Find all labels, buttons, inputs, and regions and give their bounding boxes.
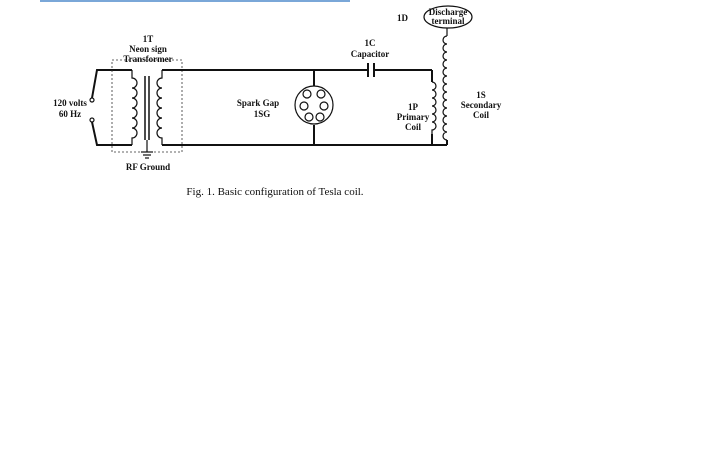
transformer-id-label: 1T	[143, 34, 154, 44]
source-terminal-top	[89, 97, 95, 103]
ground-label: RF Ground	[126, 162, 170, 172]
transformer-secondary-winding	[156, 70, 163, 145]
source-lead-top	[91, 69, 132, 99]
ac-source: 120 volts 60 Hz	[53, 69, 132, 146]
primary-id-label: 1P	[408, 102, 419, 112]
primary-coil: 1P Primary Coil	[397, 81, 437, 134]
spark-gap-name-label: Spark Gap	[237, 98, 279, 108]
source-lead-bottom	[91, 121, 132, 146]
terminal-id-label: 1D	[397, 13, 409, 23]
spark-gap-electrode-1	[302, 89, 312, 99]
secondary-name-label-2: Coil	[473, 110, 490, 120]
capacitor-id-label: 1C	[365, 38, 376, 48]
spark-gap-electrode-2	[316, 89, 326, 99]
spark-gap: Spark Gap 1SG	[237, 85, 334, 125]
spark-gap-electrode-4	[319, 101, 329, 111]
source-frequency-label: 60 Hz	[59, 109, 81, 119]
primary-coil-winding	[431, 81, 437, 134]
neon-sign-transformer: 1T Neon sign Transformer	[111, 34, 183, 153]
spark-gap-housing	[294, 85, 334, 125]
capacitor: 1C Capacitor	[351, 38, 390, 77]
main-wiring	[162, 69, 447, 146]
figure-caption: Fig. 1. Basic configuration of Tesla coi…	[186, 186, 363, 198]
terminal-name-label-2: terminal	[432, 16, 465, 26]
secondary-name-label-1: Secondary	[461, 100, 502, 110]
discharge-terminal: Discharge terminal 1D	[397, 5, 473, 29]
terminal-name-label-1: Discharge	[429, 7, 468, 17]
source-voltage-label: 120 volts	[53, 98, 87, 108]
primary-name-label-1: Primary	[397, 112, 430, 122]
spark-gap-id-label: 1SG	[254, 109, 271, 119]
discharge-terminal-shape	[423, 5, 473, 29]
transformer-name-label-2: Transformer	[123, 54, 172, 64]
transformer-enclosure	[111, 59, 183, 153]
rf-ground: RF Ground	[126, 140, 170, 172]
secondary-coil: 1S Secondary Coil	[442, 28, 502, 145]
spark-gap-electrode-6	[315, 112, 325, 122]
spark-gap-electrode-3	[299, 101, 309, 111]
capacitor-name-label: Capacitor	[351, 49, 390, 59]
primary-name-label-2: Coil	[405, 122, 422, 132]
spark-gap-electrode-5	[304, 112, 314, 122]
secondary-coil-winding	[442, 35, 448, 141]
secondary-id-label: 1S	[476, 90, 486, 100]
transformer-primary-winding	[131, 70, 138, 145]
transformer-name-label-1: Neon sign	[129, 44, 167, 54]
source-terminal-bottom	[89, 117, 95, 123]
